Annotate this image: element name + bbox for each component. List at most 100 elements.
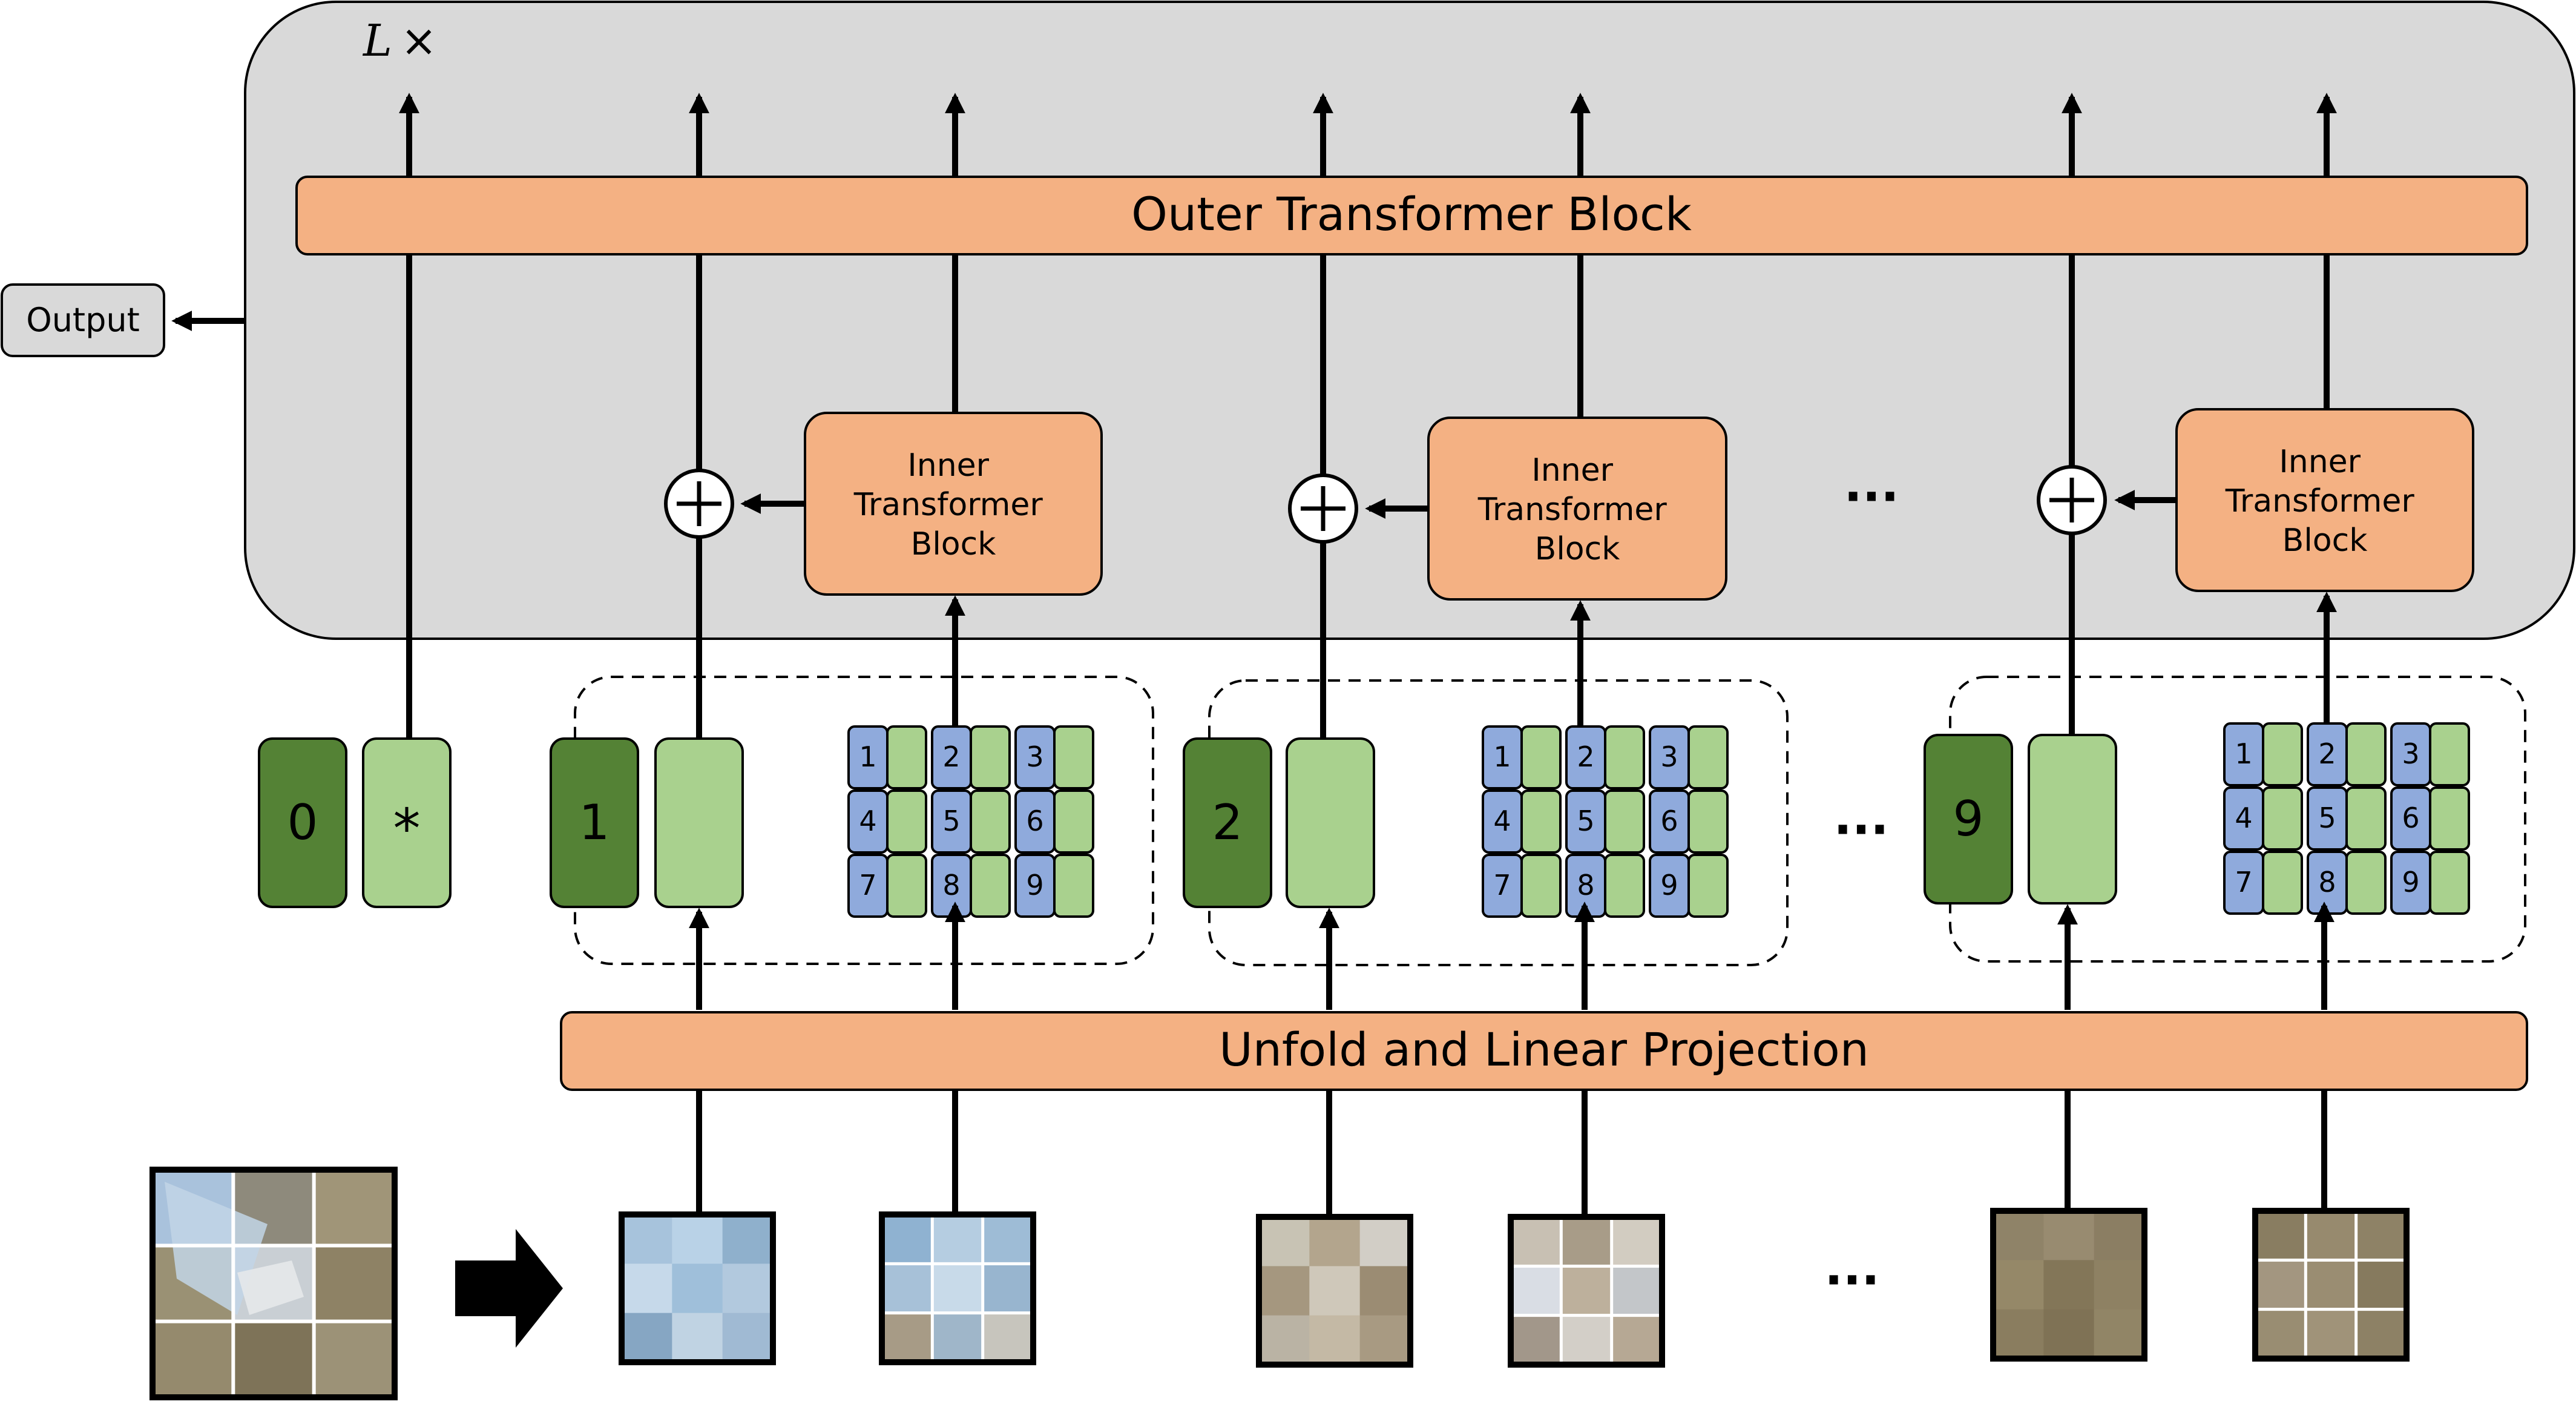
pixel-embedding-token [2429,786,2470,851]
patch-pixel [2356,1309,2407,1359]
patch-pixel [622,1264,672,1314]
ellipsis-patches: ··· [1824,1252,1879,1308]
patch-pixel [932,1214,984,1264]
patch-group-2: Inner Transformer Block [1288,254,1727,739]
patch-pixel [672,1264,723,1314]
patch-pixel [1993,1211,2044,1260]
pixel-index-label: 8 [942,869,960,901]
inner-block-label-9: Inner Transformer Block [2225,444,2425,559]
patch-pixel [982,1313,1034,1363]
pixel-index-label: 9 [1026,869,1043,901]
patch-frame [1508,1214,1665,1368]
pixel-index-label: 2 [1577,740,1594,773]
input-image-patch [314,1245,395,1322]
pixel-index-label: 8 [2318,866,2336,898]
pixel-embedding-token [886,854,927,918]
pixel-embedding-token [1604,789,1645,854]
patch-images [619,1208,2410,1368]
patch-pixel [1993,1309,2044,1359]
patch-frame [879,1211,1036,1365]
patch-group-9: Inner Transformer Block [2037,254,2474,737]
patch-pixel [722,1313,774,1363]
ellipsis-inner: ··· [1844,469,1899,525]
patch-pixel [1611,1217,1663,1267]
pixel-embedding-token [2429,851,2470,915]
output-box [1,283,165,357]
patch-embedding-token-1 [654,737,744,908]
patch-pixel [932,1264,984,1314]
patch-pixel [722,1214,774,1264]
input-image-patch [153,1321,234,1398]
patch-pixel [622,1214,672,1264]
inner-block-label-2: Inner Transformer Block [1477,452,1677,567]
inner-transformer-block-9 [2175,408,2474,592]
pixel-index-label: 4 [1493,805,1511,837]
class-token-0-label: 0 [288,794,318,851]
patch-pixel [2094,1260,2145,1310]
loop-count-label: L× [362,15,437,66]
patch-pixel [2305,1260,2357,1310]
pixel-embedding-token [970,854,1011,918]
patch-position-token-2-label: 2 [1212,794,1243,851]
pixel-index-label: 9 [1660,869,1678,901]
patch-pixel [2094,1211,2145,1260]
pixel-index-label: 9 [2402,866,2419,898]
pixel-index-label: 8 [1577,869,1594,901]
patch-frame [1256,1214,1413,1368]
pixel-embedding-token [1687,725,1729,789]
ellipsis-tokens: ··· [1833,802,1888,858]
patch-pixel [2305,1309,2357,1359]
pixel-embedding-token [2262,851,2303,915]
pixel-index-label: 3 [1660,740,1678,773]
patch-pixel [1561,1315,1612,1365]
patch-pixel [1511,1217,1562,1267]
output-label: Output [26,301,140,339]
patch-pixel [622,1313,672,1363]
patch-frame [2252,1208,2410,1362]
patch-pixel [982,1264,1034,1314]
patch-pixel [2255,1260,2306,1310]
unfold-linear-projection-block [560,1011,2528,1091]
patch-pixel [2356,1211,2407,1260]
patch-pixel [982,1214,1034,1264]
patch-pixel [1359,1217,1411,1267]
outer-transformer-block-label: Outer Transformer Block [1131,187,1692,241]
patch-group-1: Inner Transformer Block [664,254,1103,740]
pixel-embedding-token [2345,786,2387,851]
pixel-index-label: 2 [2318,737,2336,770]
patch-9-pixels-image [2252,1208,2410,1362]
patch-pixel [1309,1266,1361,1316]
class-token-0 [258,737,347,908]
patch-pixel [2255,1309,2306,1359]
inner-transformer-block-2 [1427,417,1727,601]
pixel-embedding-token [1053,725,1094,789]
pixel-index-label: 1 [2235,737,2252,770]
input-image-patch [233,1321,315,1398]
pixel-embedding-token [886,789,927,854]
patch-frame [1990,1208,2147,1362]
patch-2-whole-image [1256,1214,1413,1368]
pixel-embedding-token [970,725,1011,789]
pixel-index-label: 7 [1493,869,1511,901]
pixel-embedding-token [1687,789,1729,854]
input-image-patch [314,1321,395,1398]
patch-pixel [882,1313,933,1363]
pixel-index-label: 4 [2235,802,2252,834]
patch-pixel [722,1264,774,1314]
pixel-embedding-token [2345,722,2387,786]
class-token-star [362,737,452,908]
patch-pixel [2305,1211,2357,1260]
projection-arrows-up [688,901,2335,1010]
patch-pixel [932,1313,984,1363]
patch-pixel [1259,1217,1310,1267]
patch-position-token-1-label: 1 [579,794,610,851]
patch-pixel [2094,1309,2145,1359]
pixel-embedding-token [1520,854,1562,918]
patch-pixel [1359,1266,1411,1316]
patch-to-projection-lines [696,1090,2327,1217]
pixel-embedding-token [1520,789,1562,854]
patch-pixel [1259,1266,1310,1316]
